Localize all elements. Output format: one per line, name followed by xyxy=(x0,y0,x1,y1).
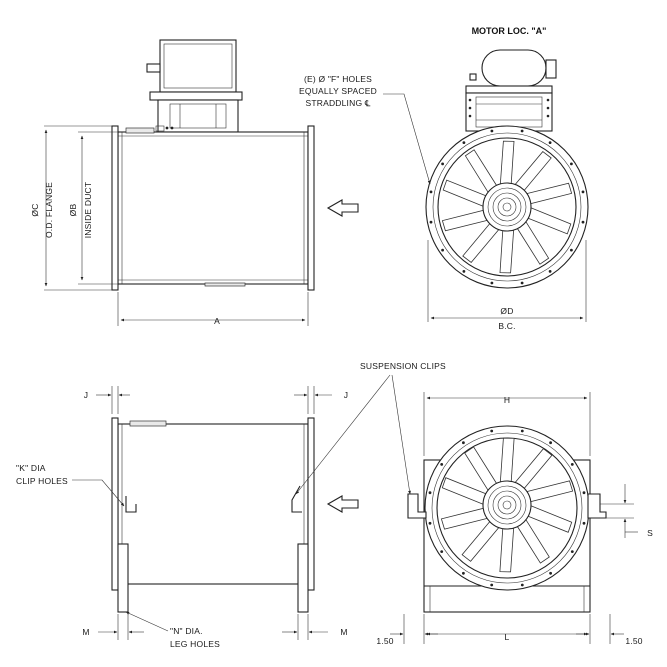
bolt-hole xyxy=(490,583,494,587)
bolt-hole xyxy=(440,463,444,466)
bolt-hole xyxy=(429,190,433,194)
bolt-hole xyxy=(582,521,586,525)
bolt-hole xyxy=(428,521,432,525)
bolt-hole xyxy=(490,281,494,285)
bolt-hole xyxy=(549,571,552,575)
bolt-hole xyxy=(428,491,432,495)
bolt-hole xyxy=(520,429,524,433)
dim-d-text: B.C. xyxy=(498,321,515,331)
motor-side xyxy=(146,39,243,133)
hub-top xyxy=(482,182,532,232)
airflow-arrow-icon-bottom xyxy=(326,495,359,513)
dim-m-left: M xyxy=(82,627,89,637)
airflow-arrow-icon xyxy=(326,199,359,217)
motor-end xyxy=(481,49,547,87)
dim-b-symbol: ØB xyxy=(68,204,78,217)
n-dia-line2: LEG HOLES xyxy=(170,639,220,649)
holes-label-line1: (E) Ø "F" HOLES xyxy=(304,74,372,84)
end-view-bottom: SUSPENSION CLIPS H S 1.50 L 1.50 xyxy=(295,361,653,646)
n-dia-line1: "N" DIA. xyxy=(170,626,203,636)
bolt-hole xyxy=(520,583,524,587)
dim-150-left: 1.50 xyxy=(376,636,393,646)
duct-body-bottom xyxy=(117,423,309,585)
k-dia-line1: "K" DIA xyxy=(16,463,46,473)
dim-m-right: M xyxy=(340,627,347,637)
hub-bottom xyxy=(482,480,532,530)
dim-l: L xyxy=(505,632,510,642)
side-view-top: ØC O.D. FLANGE ØB INSIDE DUCT A xyxy=(30,39,359,326)
k-dia-line2: CLIP HOLES xyxy=(16,476,68,486)
bolt-hole xyxy=(462,571,465,575)
bolt-hole xyxy=(441,162,444,166)
holes-label-line2: EQUALLY SPACED xyxy=(299,86,377,96)
bolt-hole xyxy=(520,281,524,285)
dim-d-symbol: ØD xyxy=(500,306,513,316)
bolt-hole xyxy=(462,141,466,145)
suspension-clip-left xyxy=(125,496,137,513)
leg-right xyxy=(297,543,309,613)
bolt-hole xyxy=(520,129,524,133)
dim-j-right: J xyxy=(344,390,348,400)
dim-b-text: INSIDE DUCT xyxy=(83,182,93,239)
dim-c-symbol: ØC xyxy=(30,203,40,216)
clip-right-end xyxy=(587,493,607,519)
bolt-hole xyxy=(549,441,552,445)
bolt-hole xyxy=(548,141,552,145)
bolt-hole xyxy=(570,463,574,466)
dim-a: A xyxy=(214,316,220,326)
dim-h: H xyxy=(504,395,510,405)
bolt-hole xyxy=(462,441,465,445)
bolt-hole xyxy=(440,550,444,553)
bolt-hole xyxy=(462,270,466,273)
leg-left xyxy=(117,543,129,613)
bolt-hole xyxy=(548,270,552,273)
duct-body-side xyxy=(117,131,309,285)
bolt-hole xyxy=(441,248,444,252)
bolt-hole xyxy=(570,162,573,166)
bolt-hole xyxy=(581,220,585,224)
clip-left-end xyxy=(407,493,427,519)
dim-j-left: J xyxy=(84,390,88,400)
bolt-hole xyxy=(582,491,586,495)
bolt-hole xyxy=(570,248,573,252)
dim-150-right: 1.50 xyxy=(625,636,642,646)
suspension-clips-label: SUSPENSION CLIPS xyxy=(360,361,446,371)
dim-s: S xyxy=(647,528,653,538)
holes-label-line3: STRADDLING ℄ xyxy=(305,98,370,108)
bolt-hole xyxy=(429,220,433,224)
side-view-bottom: J J "K" DIA CLIP HOLES M M "N" DIA. LEG … xyxy=(16,386,359,649)
bolt-hole xyxy=(570,550,574,553)
dim-c-text: O.D. FLANGE xyxy=(44,182,54,238)
bolt-hole xyxy=(490,129,494,133)
motor-loc-label: MOTOR LOC. "A" xyxy=(472,26,547,36)
bolt-hole xyxy=(581,190,585,194)
bolt-hole xyxy=(490,429,494,433)
end-view-top: MOTOR LOC. "A" (E) Ø "F" HOLES EQUALLY S… xyxy=(299,26,589,331)
